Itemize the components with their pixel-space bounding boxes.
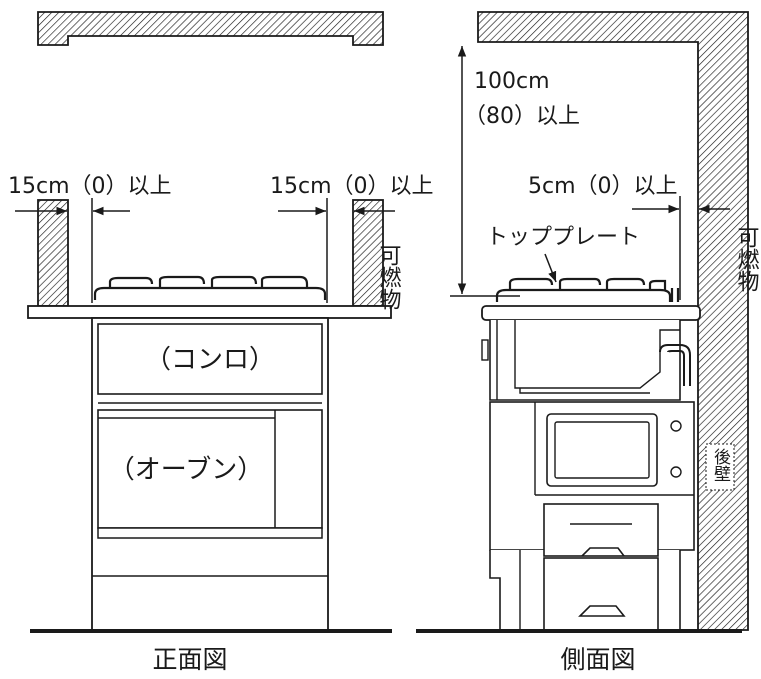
side-drawer-handle [578, 605, 626, 617]
front-combustible-label: 可燃物 [376, 244, 402, 310]
side-oven-knob-bottom [670, 466, 682, 478]
front-countertop [27, 305, 392, 319]
side-combustible-label: 可燃物 [734, 226, 760, 292]
front-right-clearance-label: 15cm（0）以上 [270, 174, 434, 199]
front-burner-grates [93, 275, 327, 300]
side-view: 後壁 100cm （80）以上 5cm（0）以上 トッププレート 可燃物 側面図 [416, 11, 760, 674]
side-stove-body [489, 320, 681, 401]
rear-wall-label-box [705, 443, 735, 491]
front-oven-door [97, 409, 323, 529]
front-view-caption: 正面図 [152, 645, 227, 674]
side-view-caption: 側面図 [560, 645, 635, 674]
front-stove-label: （コンロ） [145, 345, 275, 375]
front-stove-panel [97, 323, 323, 395]
front-view: 15cm（0）以上 15cm（0）以上 可燃物 （コンロ） （オーブン） 正面図 [8, 11, 434, 674]
gas-pipe [659, 344, 691, 386]
top-plate-label: トッププレート [486, 225, 640, 250]
side-rear-clearance-label: 5cm（0）以上 [528, 174, 678, 199]
side-countertop [481, 305, 701, 321]
top-plate-leader [544, 253, 557, 283]
front-left-clearance-label: 15cm（0）以上 [8, 174, 172, 199]
side-top-clearance-line1: 100cm [474, 69, 550, 94]
side-top-clearance-line2: （80）以上 [464, 104, 580, 129]
front-oven-label: （オーブン） [109, 455, 263, 485]
front-left-wall [37, 199, 69, 307]
side-oven-knob-top [670, 420, 682, 432]
front-ceiling [37, 11, 384, 46]
side-burner-grates [495, 277, 680, 302]
rear-wall-label: 後壁 [710, 448, 731, 482]
side-drawer-lower [543, 557, 659, 631]
